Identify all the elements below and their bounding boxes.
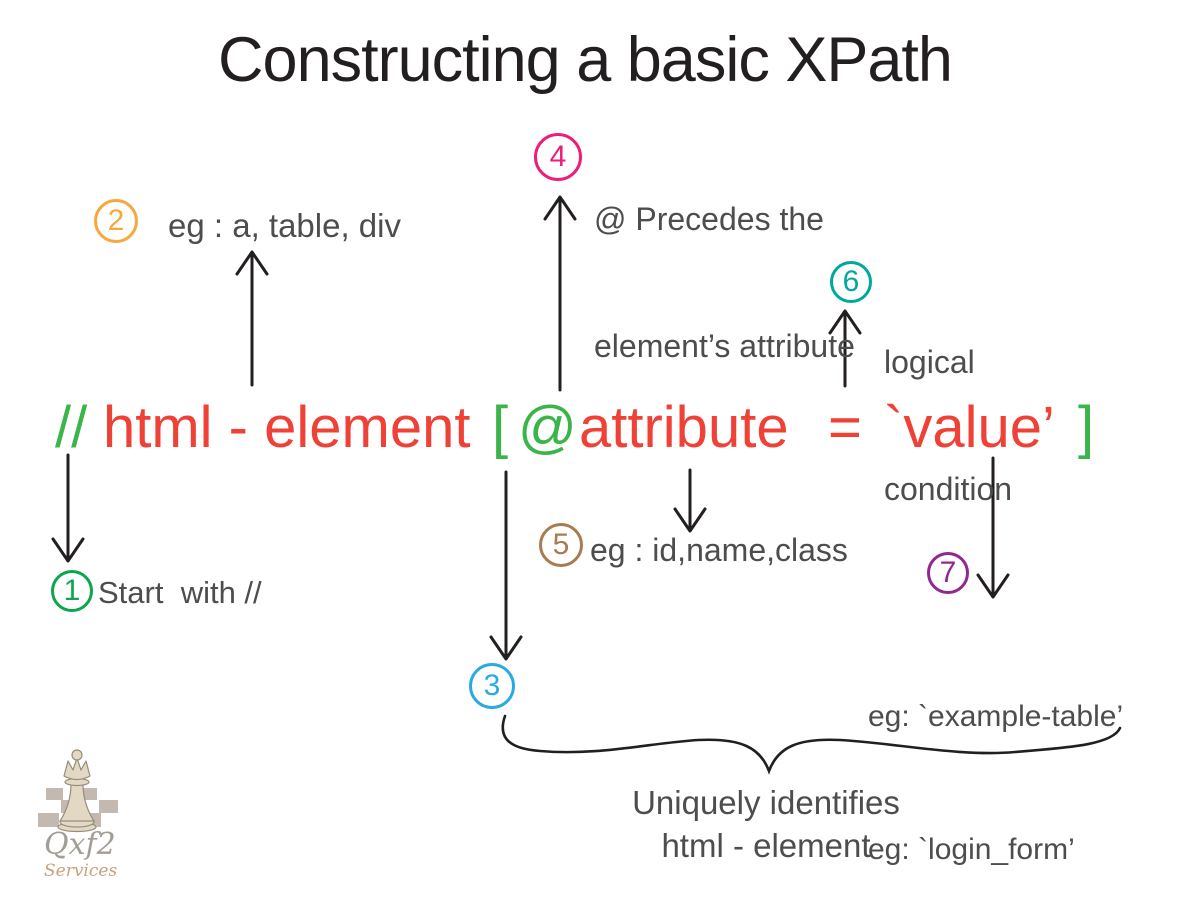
callout-number-5: 5 [552,528,570,561]
callout-circle-6: 6 [830,261,872,303]
queen-icon [57,749,97,833]
callout-circle-7: 7 [927,552,969,594]
callout-number-7: 7 [939,556,957,589]
callout-label-2: eg : a, table, div [168,207,401,244]
expr-html-element: html - element [103,395,471,460]
callout-circle-3: 3 [469,663,515,709]
callout-label-4: @ Precedes the element’s attribute [594,114,855,452]
callout-circle-1: 1 [51,570,93,612]
callout-label-7-line2: eg: `login_form’ [868,832,1075,866]
callout-number-1: 1 [63,574,81,607]
callout-circle-4: 4 [534,133,582,181]
logo-name: Qxf2 [44,827,116,862]
qxf2-logo: Qxf2 Services [38,749,122,881]
callout-label-6-line1: logical [884,344,975,381]
callout-circle-2: 2 [94,199,138,243]
expr-attribute: attribute [579,395,789,460]
callout-number-2: 2 [107,204,125,237]
expr-value: `value’ [884,395,1055,460]
arrow-7-bracket-to-circle [489,470,523,661]
callout-label-5: eg : id,name,class [590,532,848,568]
arrow-1-slashes-to-start [51,453,85,563]
logo-subtitle: Services [44,861,117,881]
arrow-3-at-to-precedes [543,195,577,392]
expr-close-bracket: ] [1078,395,1095,460]
expr-double-slash: // [55,395,88,460]
brace-caption-line1: Uniquely identifies [632,784,900,821]
brace-caption: Uniquely identifies html - element [564,782,968,868]
callout-circle-5: 5 [539,523,583,567]
expr-open-bracket: [ [492,395,509,460]
callout-label-4-line2: element’s attribute [594,328,855,365]
callout-number-3: 3 [483,669,501,702]
expr-at-sign: @ [518,395,577,460]
arrow-4-attribute-to-example [673,468,707,533]
callout-label-1: Start with // [98,575,262,610]
expr-equals: = [828,395,862,460]
callout-label-7-line1: eg: `example-table’ [868,699,1124,733]
callout-label-7: eg: `example-table’ eg: `login_form’ [868,606,1123,900]
callout-label-6-line2: condition [884,471,1013,508]
arrow-2-element-to-example [235,250,269,387]
page-title: Constructing a basic XPath [218,25,953,95]
callout-label-4-line1: @ Precedes the [594,201,824,238]
callout-number-6: 6 [842,265,860,298]
callout-number-4: 4 [549,140,567,173]
brace-caption-line2: html - element [661,826,871,864]
callout-label-6: logical condition [884,257,1012,595]
